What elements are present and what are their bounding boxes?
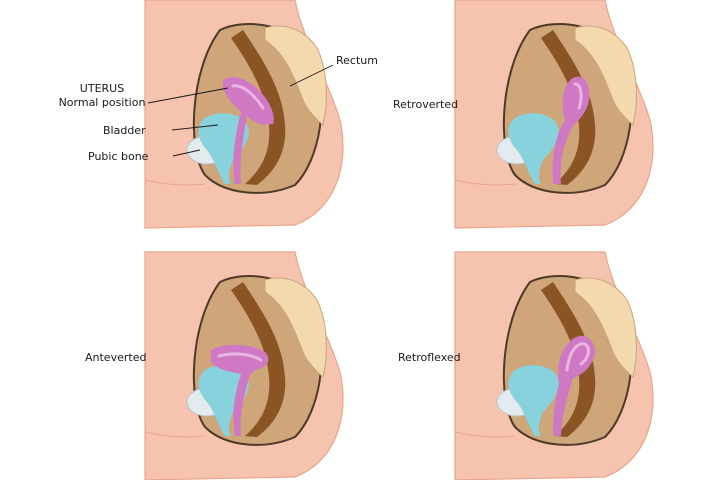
pubic-bone-label: Pubic bone (88, 150, 149, 163)
leader-pubic-bone (172, 149, 201, 157)
panel-anteverted (144, 251, 344, 480)
panel-retroverted (454, 0, 654, 229)
bladder-label: Bladder (103, 124, 146, 137)
panel-normal (144, 0, 344, 229)
anteverted-label: Anteverted (85, 351, 146, 364)
uterus-title-label: UTERUS (80, 82, 124, 95)
uterus-subtitle-label: Normal position (59, 96, 146, 109)
retroverted-label: Retroverted (393, 98, 458, 111)
retroflexed-label: Retroflexed (398, 351, 461, 364)
leader-uterus (147, 87, 229, 104)
rectum-label: Rectum (336, 54, 378, 67)
leader-bladder (171, 124, 219, 131)
leader-rectum (289, 64, 334, 87)
uterus-shape (211, 344, 269, 436)
bladder-shape (198, 113, 249, 184)
panel-retroflexed (454, 251, 654, 480)
